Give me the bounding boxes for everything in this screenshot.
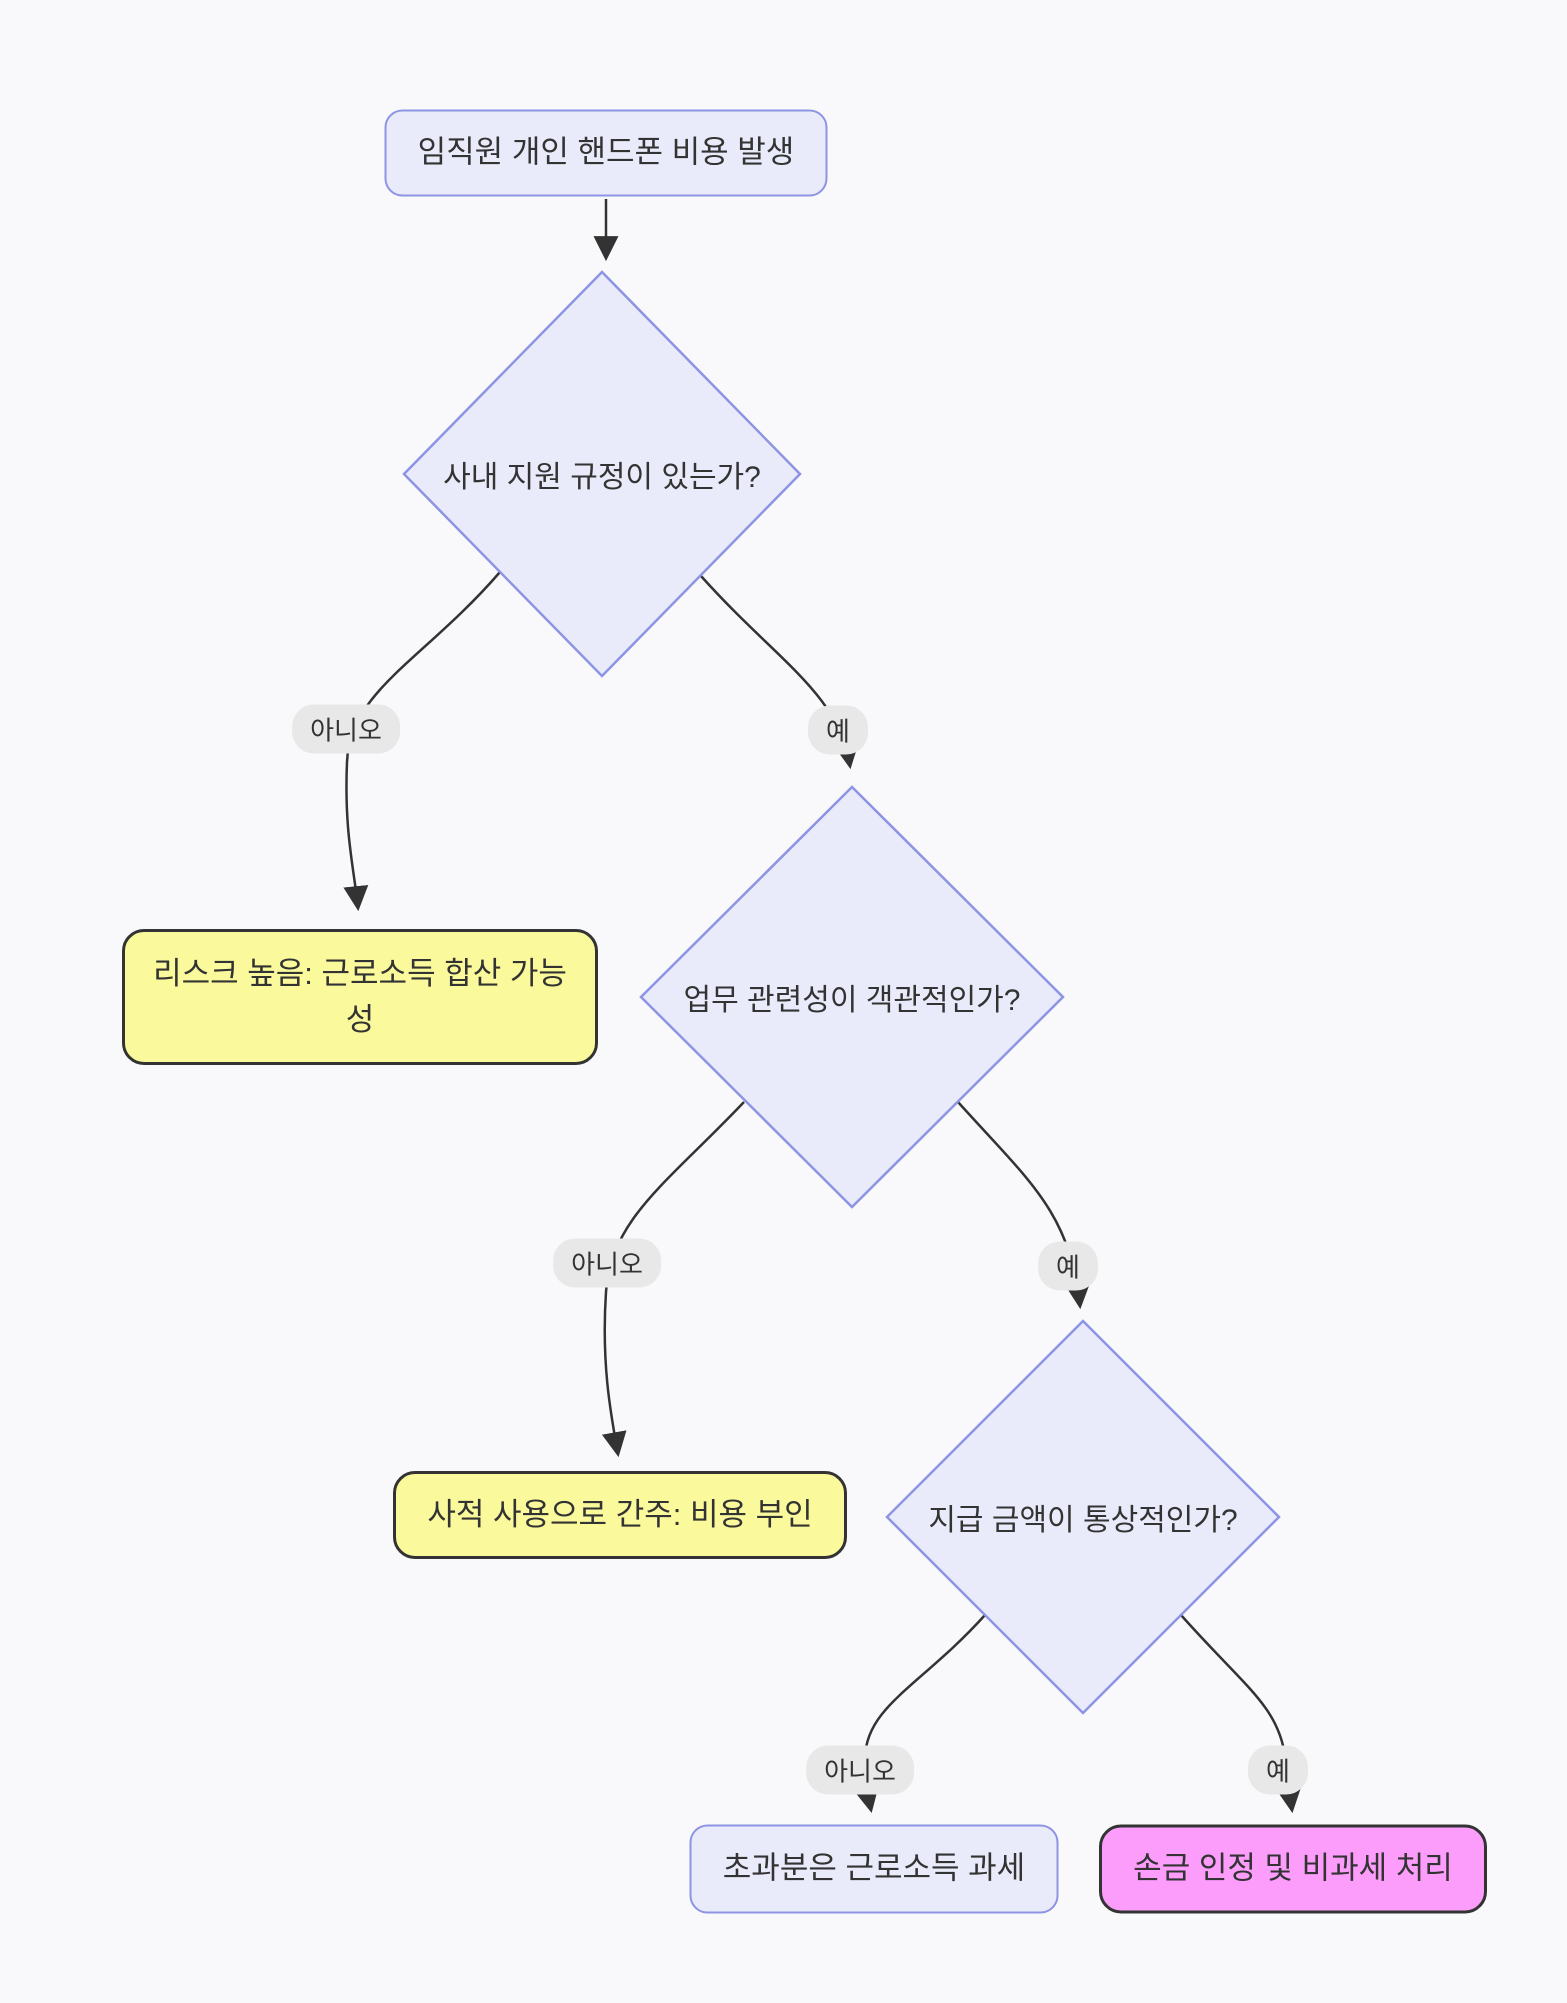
node-start-label: 임직원 개인 핸드폰 비용 발생 xyxy=(417,134,795,170)
node-risk-high: 리스크 높음: 근로소득 합산 가능성 xyxy=(122,929,598,1065)
node-deductible-label: 손금 인정 및 비과세 처리 xyxy=(1133,1850,1453,1886)
edge-label-no-2: 아니오 xyxy=(553,1238,661,1288)
decision1-diamond-shape xyxy=(402,270,802,678)
edge-label-yes-2: 예 xyxy=(1038,1241,1098,1291)
edge-label-no-3: 아니오 xyxy=(806,1745,914,1795)
node-private-use: 사적 사용으로 간주: 비용 부인 xyxy=(393,1471,847,1559)
decision2-diamond-shape xyxy=(639,785,1065,1209)
node-deductible: 손금 인정 및 비과세 처리 xyxy=(1099,1824,1487,1914)
edge-label-no-1: 아니오 xyxy=(292,704,400,754)
decision3-diamond-shape xyxy=(885,1319,1281,1715)
node-private-use-label: 사적 사용으로 간주: 비용 부인 xyxy=(427,1496,813,1532)
node-decision3-label: 지급 금액이 통상적인가? xyxy=(928,1504,1238,1537)
node-start: 임직원 개인 핸드폰 비용 발생 xyxy=(384,109,828,197)
node-excess-tax-label: 초과분은 근로소득 과세 xyxy=(722,1850,1026,1886)
node-risk-high-label: 리스크 높음: 근로소득 합산 가능성 xyxy=(153,955,567,1038)
node-decision1-label: 사내 지원 규정이 있는가? xyxy=(443,461,761,494)
edge-label-yes-3: 예 xyxy=(1248,1745,1308,1795)
edge-label-yes-1: 예 xyxy=(808,705,868,755)
node-excess-tax: 초과분은 근로소득 과세 xyxy=(689,1824,1059,1914)
node-decision2-label: 업무 관련성이 객관적인가? xyxy=(683,984,1021,1017)
